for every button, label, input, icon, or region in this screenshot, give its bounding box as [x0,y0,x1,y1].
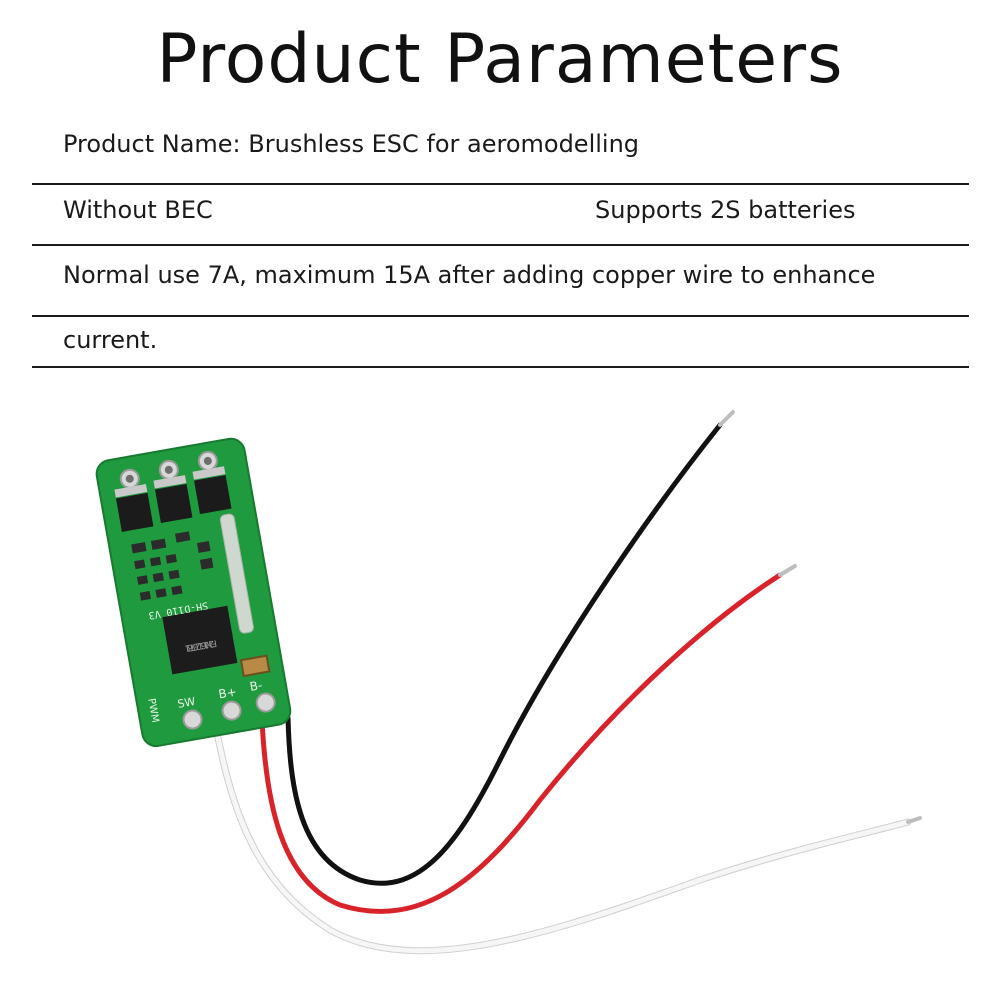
top-pads [119,450,218,489]
pad-label-pwm: PWM [145,698,160,724]
wires [210,422,912,955]
chip-marking-2: 2110B [186,638,214,653]
divider [32,315,969,317]
black-wire [285,422,723,886]
divider [32,183,969,185]
mosfets [114,466,232,532]
current-text-line-1: Normal use 7A, maximum 15A after adding … [63,261,876,289]
capacitor [239,654,271,678]
product-name-text: Product Name: Brushless ESC for aeromode… [63,130,640,158]
controller-chip: FW6271 2110B [162,605,238,675]
white-wire [210,714,912,955]
bottom-pads [182,692,276,730]
pcb-board: SH-D110 V3 FW6271 2110B PWM SW B+ B- [95,437,292,748]
esc-product-photo: SH-D110 V3 FW6271 2110B PWM SW B+ B- [95,410,922,955]
divider [32,244,969,246]
page-title: Product Parameters [156,20,844,99]
small-components [131,531,214,601]
bec-text: Without BEC [63,196,213,224]
red-wire [259,572,783,914]
divider [32,366,969,368]
pad-label-sw: SW [177,695,197,711]
pad-label-bplus: B+ [217,685,237,702]
battery-text: Supports 2S batteries [595,196,856,224]
current-text-line-2: current. [63,326,158,354]
pad-label-bminus: B- [249,678,264,694]
solder-strip [219,513,254,634]
wire-tips [718,410,922,824]
